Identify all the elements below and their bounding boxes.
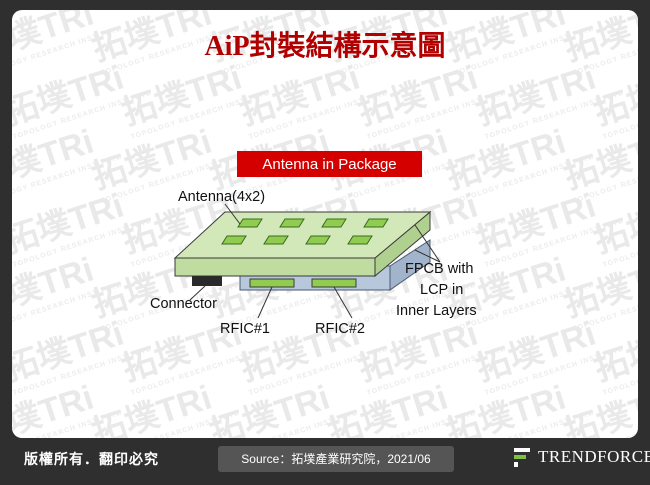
connector	[192, 276, 222, 286]
page-title: AiP封裝結構示意圖	[204, 31, 446, 62]
fpcb-label-line1: FPCB with	[405, 261, 474, 277]
antenna-pad	[347, 235, 373, 245]
antenna-pad	[237, 218, 263, 228]
rfic1-leader	[257, 286, 273, 319]
aip-diagram: Antenna in Package Antenna(4x2) Connecto…	[150, 151, 477, 337]
header-label: Antenna in Package	[262, 156, 396, 173]
connector-label: Connector	[150, 296, 217, 312]
antenna-pad	[363, 218, 389, 228]
antenna-pad	[305, 235, 331, 245]
antenna-pad	[321, 218, 347, 228]
connector-leader	[189, 285, 206, 301]
fpcb-label-line2: LCP in	[420, 282, 463, 298]
fpcb-label-line3: Inner Layers	[396, 303, 477, 319]
board-front	[174, 257, 376, 277]
trendforce-logo: TRENDFORCE	[512, 446, 650, 468]
header-label-box	[237, 151, 422, 177]
rfic2-label: RFIC#2	[315, 321, 365, 337]
copyright-text: 版權所有．翻印必究	[24, 451, 159, 467]
fpcb-leader-1	[414, 224, 441, 263]
antenna-pad	[279, 218, 305, 228]
rfic1-label: RFIC#1	[220, 321, 270, 337]
source-text: Source：拓墣產業研究院，2021/06	[218, 446, 454, 472]
rfic-1	[249, 278, 295, 288]
antenna-pad	[263, 235, 289, 245]
rfic2-leader	[333, 286, 353, 319]
logo-text: TRENDFORCE	[538, 447, 650, 466]
rfic-2	[311, 278, 357, 288]
antenna-grid	[221, 218, 389, 245]
trendforce-logo-icon	[512, 446, 532, 468]
antenna-pad	[221, 235, 247, 245]
fpcb-leader-2	[414, 249, 441, 263]
antenna-leader	[224, 203, 241, 225]
antenna-label: Antenna(4x2)	[178, 189, 265, 205]
